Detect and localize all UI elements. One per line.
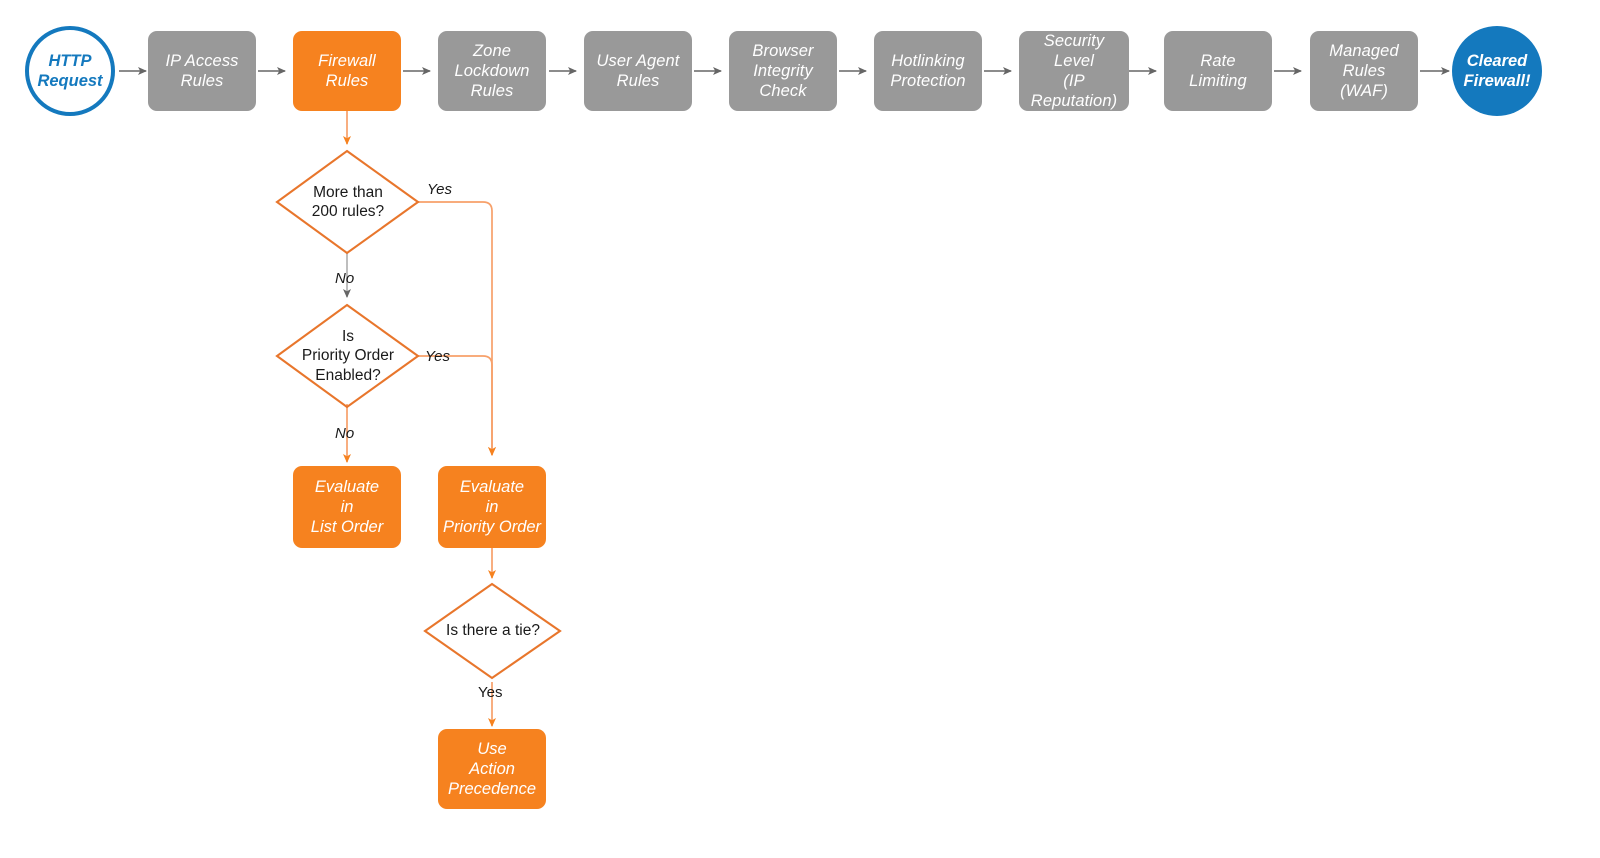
- node-use-action-precedence[interactable]: Use Action Precedence: [438, 729, 546, 809]
- edge-label-priority-order-no: No: [335, 425, 355, 442]
- edge-label-more-than-200-yes: Yes: [427, 181, 453, 198]
- node-firewall-rules[interactable]: Firewall Rules: [293, 31, 401, 111]
- node-zone-lockdown-rules[interactable]: Zone Lockdown Rules: [438, 31, 546, 111]
- node-cleared-firewall[interactable]: Cleared Firewall!: [1452, 26, 1542, 116]
- node-browser-integrity-check[interactable]: Browser Integrity Check: [729, 31, 837, 111]
- label-is-there-a-tie[interactable]: Is there a tie?: [446, 622, 540, 640]
- node-evaluate-in-priority-order[interactable]: Evaluate in Priority Order: [438, 466, 546, 548]
- node-evaluate-in-list-order[interactable]: Evaluate in List Order: [293, 466, 401, 548]
- node-security-level-ip-reputation[interactable]: Security Level (IP Reputation): [1019, 31, 1129, 111]
- label-more-than-200-rules[interactable]: More than 200 rules?: [311, 183, 385, 220]
- node-managed-rules-waf[interactable]: Managed Rules (WAF): [1310, 31, 1418, 111]
- node-http-request[interactable]: HTTP Request: [25, 26, 115, 116]
- edge-priority-order-yes: [418, 355, 496, 456]
- node-user-agent-rules[interactable]: User Agent Rules: [584, 31, 692, 111]
- node-rate-limiting[interactable]: Rate Limiting: [1164, 31, 1272, 111]
- node-ip-access-rules[interactable]: IP Access Rules: [148, 31, 256, 111]
- node-hotlinking-protection[interactable]: Hotlinking Protection: [874, 31, 982, 111]
- edge-label-tie-yes: Yes: [478, 684, 503, 701]
- edge-more-than-200-yes: [418, 201, 496, 456]
- edge-label-priority-order-yes: Yes: [425, 348, 451, 365]
- label-is-priority-order-enabled[interactable]: Is Priority Order Enabled?: [301, 327, 395, 384]
- edge-label-more-than-200-no: No: [335, 270, 355, 287]
